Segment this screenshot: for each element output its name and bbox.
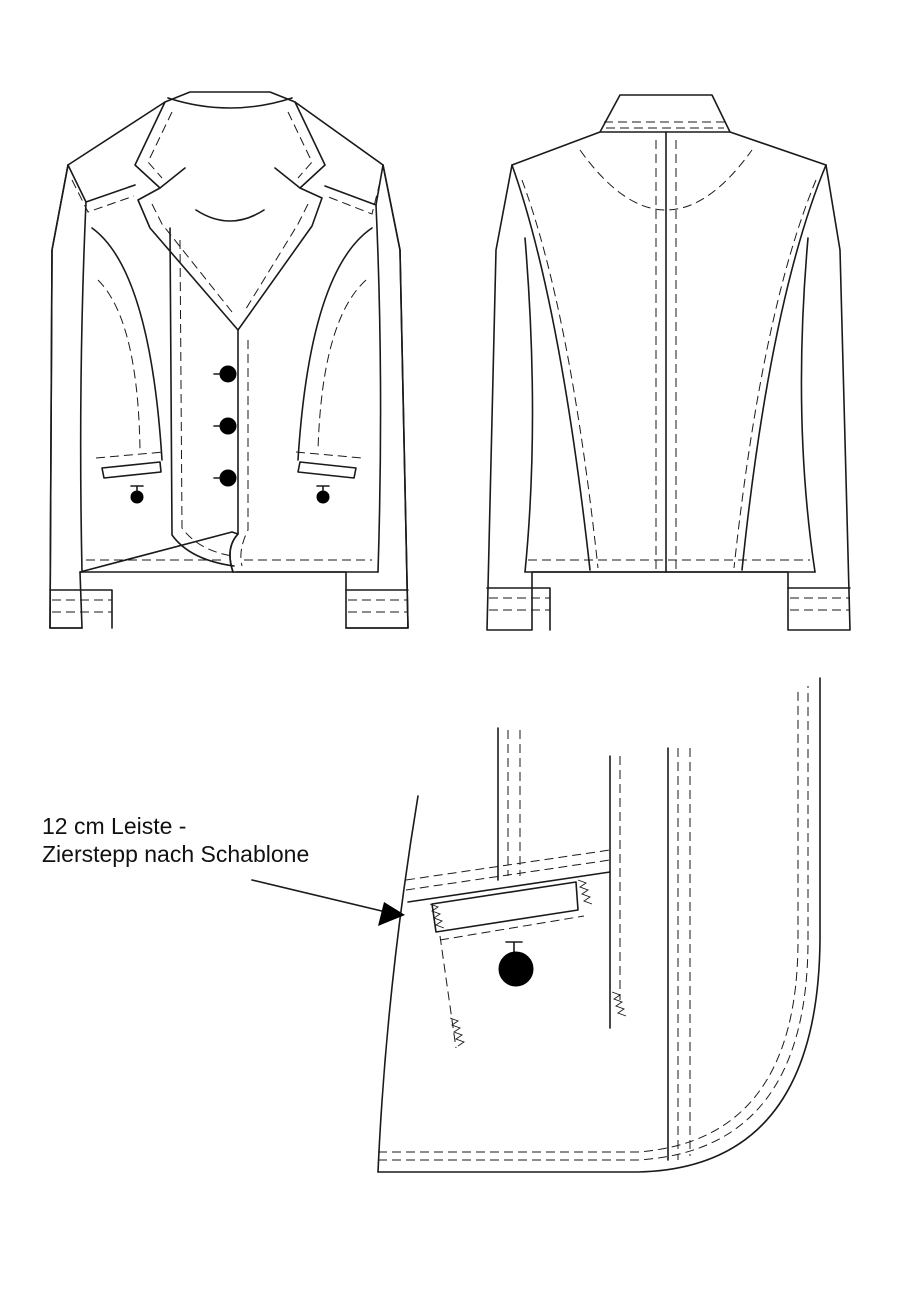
detail-hem-stitch-2	[378, 690, 799, 1153]
zigzag-stitch-icon	[449, 1017, 465, 1047]
pocket-side-stitch	[439, 935, 457, 1049]
detail-hem	[377, 677, 821, 1173]
annotation-label: 12 cm Leiste - Zierstepp nach Schablone	[42, 812, 309, 868]
collar-left	[134, 101, 186, 189]
arrow-head-icon	[378, 902, 405, 926]
cuff-stitch-right	[348, 599, 408, 613]
pocket-welt-left	[101, 461, 162, 479]
princess-seam-left	[91, 227, 163, 461]
detail-seam-stitch	[507, 730, 521, 876]
front-buttons	[130, 365, 330, 504]
front-edge-stitch	[240, 340, 249, 567]
pocket-welt	[431, 881, 579, 933]
jacket-back-view	[486, 94, 851, 631]
pocket-button-shank-icon	[316, 485, 330, 492]
back-seam-left	[511, 164, 591, 571]
pocket-yoke-line	[407, 871, 611, 903]
lapel-left	[137, 187, 239, 331]
annotation-line-1: 12 cm Leiste -	[42, 813, 187, 839]
zigzag-stitch-icon	[429, 903, 445, 929]
princess-stitch-left	[97, 279, 141, 451]
jacket-front-view	[49, 91, 409, 629]
back-seam-stitch-right	[733, 179, 817, 569]
sleeve-left	[49, 164, 83, 629]
lapel-right	[237, 187, 323, 331]
pocket-button-icon	[130, 490, 144, 504]
princess-stitch-right	[317, 279, 367, 451]
sleeve-right	[345, 164, 409, 629]
back-seam-right	[741, 164, 827, 571]
yoke-left	[67, 164, 136, 203]
detail-side-edge	[377, 795, 419, 1173]
button-icon	[219, 365, 237, 383]
detail-front-stitch	[677, 748, 691, 1160]
pocket-button-shank-icon	[130, 485, 144, 492]
pocket-button-icon	[498, 951, 534, 987]
neckline-inner	[195, 209, 265, 222]
pocket-stitch-left	[95, 451, 165, 459]
cuff-stitch-left	[52, 599, 112, 613]
back-cuff-left	[486, 587, 551, 631]
front-opening	[229, 329, 239, 573]
pocket-button-icon	[316, 490, 330, 504]
back-neck-facing	[579, 149, 753, 211]
button-shank-icon	[213, 373, 221, 479]
back-side-left	[524, 237, 534, 573]
annotation-line-2: Zierstepp nach Schablone	[42, 841, 310, 867]
annotation-arrow	[251, 879, 405, 926]
pocket-yoke-stitch	[405, 849, 611, 891]
pocket-welt-right	[297, 461, 357, 479]
pocket-stitch-right	[295, 451, 363, 459]
armhole-right	[375, 204, 382, 573]
collar-band	[167, 97, 293, 109]
yoke-stitch-right	[325, 181, 381, 215]
armhole-left	[79, 201, 87, 573]
back-outline	[486, 94, 851, 631]
zigzag-stitch-icon	[611, 991, 627, 1017]
pocket-detail-view	[377, 677, 821, 1173]
collar-right	[274, 101, 326, 189]
front-outline	[49, 91, 409, 629]
back-collar-stitch	[604, 121, 726, 129]
yoke-stitch-left	[71, 179, 135, 213]
facing-stitch	[179, 239, 233, 557]
button-icon	[219, 417, 237, 435]
lapel-stitch-left	[151, 203, 233, 313]
pocket-welt-stitch	[439, 915, 585, 941]
front-facing-curve	[169, 227, 235, 567]
back-seam-stitch-left	[521, 179, 599, 569]
collar-stitch-right	[287, 111, 313, 179]
button-icon	[219, 469, 237, 487]
collar-stitch-left	[147, 111, 173, 179]
cuff-left	[49, 589, 113, 629]
back-cuff-stitch	[489, 597, 850, 611]
back-side-right	[800, 237, 816, 573]
lapel-stitch-right	[243, 203, 309, 313]
center-back-stitch	[655, 140, 677, 572]
zigzag-stitch-icon	[577, 879, 593, 905]
detail-hem-stitch	[378, 686, 809, 1161]
princess-seam-right	[297, 227, 373, 461]
